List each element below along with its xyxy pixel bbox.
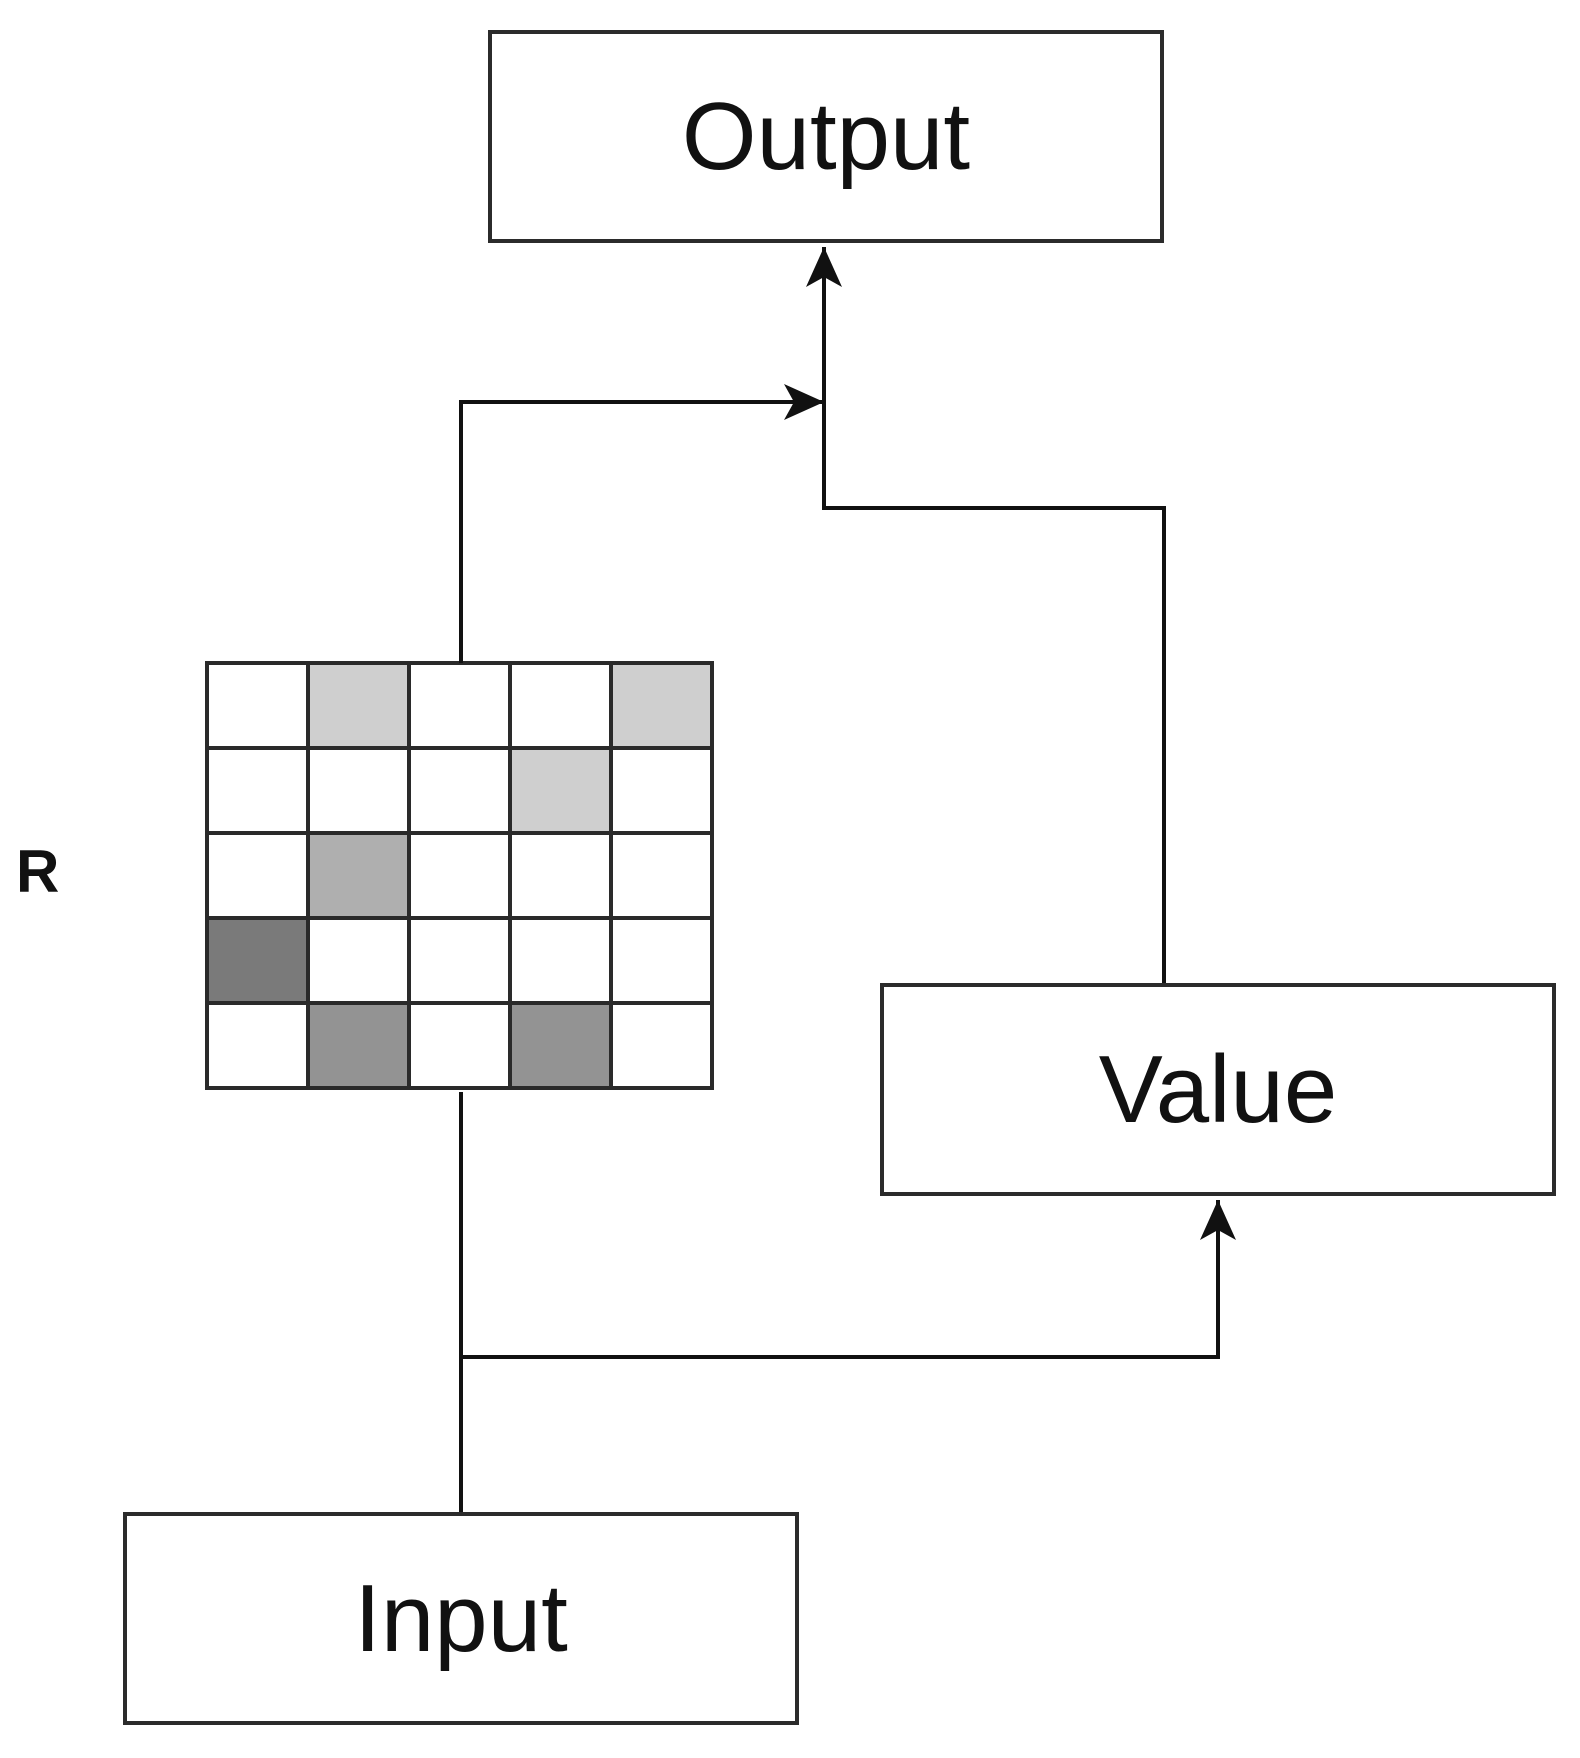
matrix-cell-r4-c4 [508, 916, 613, 1005]
matrix-cell-r4-c1 [205, 916, 310, 1005]
matrix-cell-r5-c4 [508, 1001, 613, 1090]
matrix-cell-r2-c3 [407, 746, 512, 835]
matrix-label: R [16, 838, 60, 905]
matrix-cell-r5-c1 [205, 1001, 310, 1090]
matrix-cell-r2-c2 [306, 746, 411, 835]
output-node: Output [488, 30, 1164, 243]
matrix-cell-r4-c5 [609, 916, 714, 1005]
matrix-cell-r3-c3 [407, 831, 512, 920]
edge-matrix-to-merge [459, 384, 824, 663]
value-node: Value [880, 983, 1556, 1196]
matrix-cell-r5-c5 [609, 1001, 714, 1090]
input-label: Input [354, 1564, 568, 1672]
matrix-cell-r1-c5 [609, 661, 714, 750]
matrix-cell-r5-c2 [306, 1001, 411, 1090]
matrix-cell-r3-c2 [306, 831, 411, 920]
value-label: Value [1098, 1035, 1338, 1143]
matrix-cell-r4-c3 [407, 916, 512, 1005]
matrix-cell-r4-c2 [306, 916, 411, 1005]
matrix-r [205, 661, 714, 1090]
matrix-cell-r1-c4 [508, 661, 613, 750]
matrix-cell-r3-c4 [508, 831, 613, 920]
input-node: Input [123, 1512, 799, 1725]
output-label: Output [681, 82, 971, 190]
matrix-cell-r3-c1 [205, 831, 310, 920]
matrix-cell-r1-c3 [407, 661, 512, 750]
matrix-cell-r1-c2 [306, 661, 411, 750]
edge-input-to-value [461, 1200, 1236, 1359]
matrix-cell-r5-c3 [407, 1001, 512, 1090]
edge-value-to-merge [822, 402, 1166, 983]
matrix-cell-r3-c5 [609, 831, 714, 920]
matrix-cell-r2-c1 [205, 746, 310, 835]
matrix-cell-r2-c4 [508, 746, 613, 835]
matrix-cell-r2-c5 [609, 746, 714, 835]
matrix-cell-r1-c1 [205, 661, 310, 750]
